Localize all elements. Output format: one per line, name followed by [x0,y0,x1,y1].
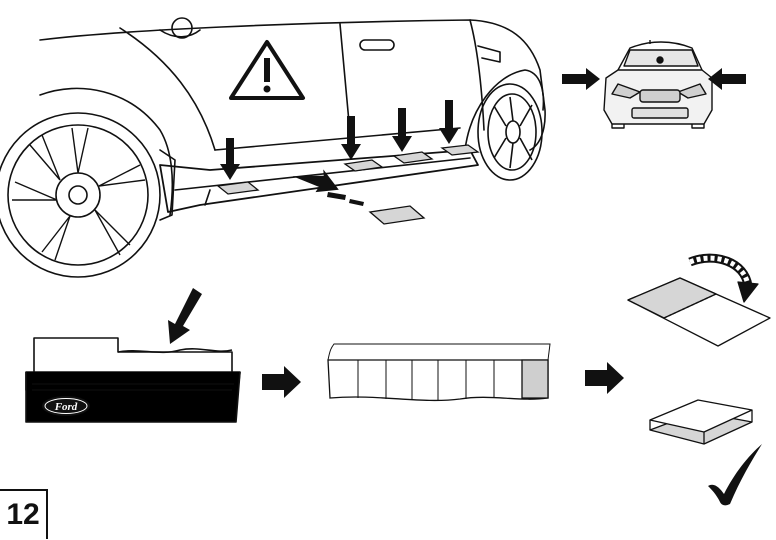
left-arrow-right [708,68,746,90]
adhesive-pads [216,144,480,225]
down-arrow-4 [439,100,459,144]
pad-storage-box [25,337,241,423]
warning-triangle-icon [229,40,305,100]
down-arrow-1 [220,138,240,180]
peel-backing-illustration [627,253,771,347]
step-number: 12 [0,489,48,539]
down-arrow-2 [341,116,361,160]
front-side-arrows [562,68,746,90]
insert-arrow [292,169,364,206]
pad-strip [327,343,551,402]
pad-3 [392,151,434,164]
next-step-arrow-2 [585,362,624,394]
rear-wheel [0,112,161,278]
loose-pad [368,205,426,225]
next-step-arrow-1 [262,366,301,398]
right-arrow-left [562,68,600,90]
pad-2 [343,159,384,172]
pad-4 [440,144,480,156]
ford-logo-text: Ford [54,401,78,413]
ford-logo: Ford [42,396,90,416]
front-wheel [477,83,543,181]
placement-arrows [220,100,459,180]
car-front-view [603,40,713,129]
car-side-view [39,17,546,221]
stacked-pads [649,399,753,445]
down-arrow-box [168,288,202,344]
checkmark-icon [708,444,762,506]
down-arrow-3 [392,108,412,152]
pad-1 [216,181,260,195]
